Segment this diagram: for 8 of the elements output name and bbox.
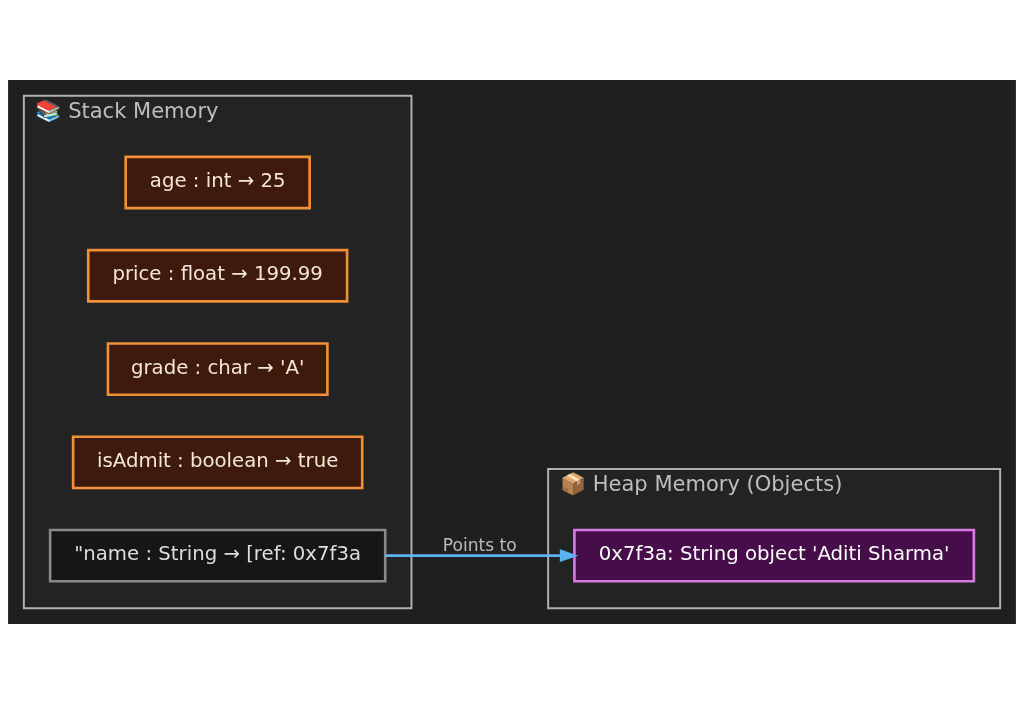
node-box: grade : char → 'A': [106, 342, 329, 397]
node-box: isAdmit : boolean → true: [71, 435, 364, 490]
arrow: [385, 549, 579, 563]
node-box: 0x7f3a: String object 'Aditi Sharma': [573, 528, 976, 583]
edge-label: Points to: [442, 534, 517, 555]
node-box: "name : String → [ref: 0x7f3a: [48, 528, 387, 583]
node-box: price : float → 199.99: [86, 248, 349, 303]
node-box: age : int → 25: [124, 155, 311, 210]
